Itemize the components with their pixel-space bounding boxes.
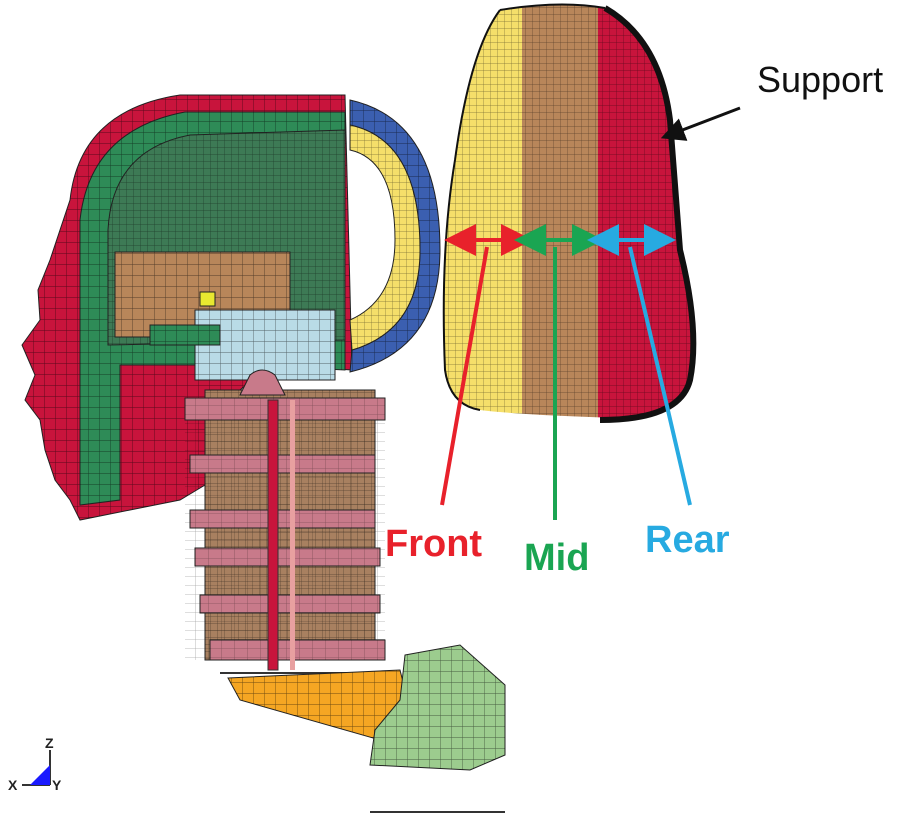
axis-x-label: X — [8, 777, 18, 793]
mid-label: Mid — [524, 537, 589, 579]
odontoid-tab — [239, 369, 286, 396]
axis-triad: Z X Y — [8, 735, 62, 793]
support-label: Support — [757, 59, 883, 100]
pad-cross-section — [442, 3, 697, 423]
axis-triangle-icon — [30, 765, 50, 785]
rear-label: Rear — [645, 519, 730, 561]
front-label: Front — [385, 523, 482, 565]
spinal-rod — [267, 399, 279, 671]
intervertebral-discs — [184, 397, 386, 661]
neck-model — [184, 369, 506, 771]
support-arrow — [660, 106, 741, 141]
rear-leader-line — [628, 246, 692, 506]
front-leader-line — [440, 246, 489, 506]
marker-block — [199, 291, 216, 307]
spinal-rod-2 — [290, 400, 295, 670]
axis-z-label: Z — [45, 735, 54, 751]
axis-y-label: Y — [52, 777, 62, 793]
head-model — [21, 94, 441, 521]
